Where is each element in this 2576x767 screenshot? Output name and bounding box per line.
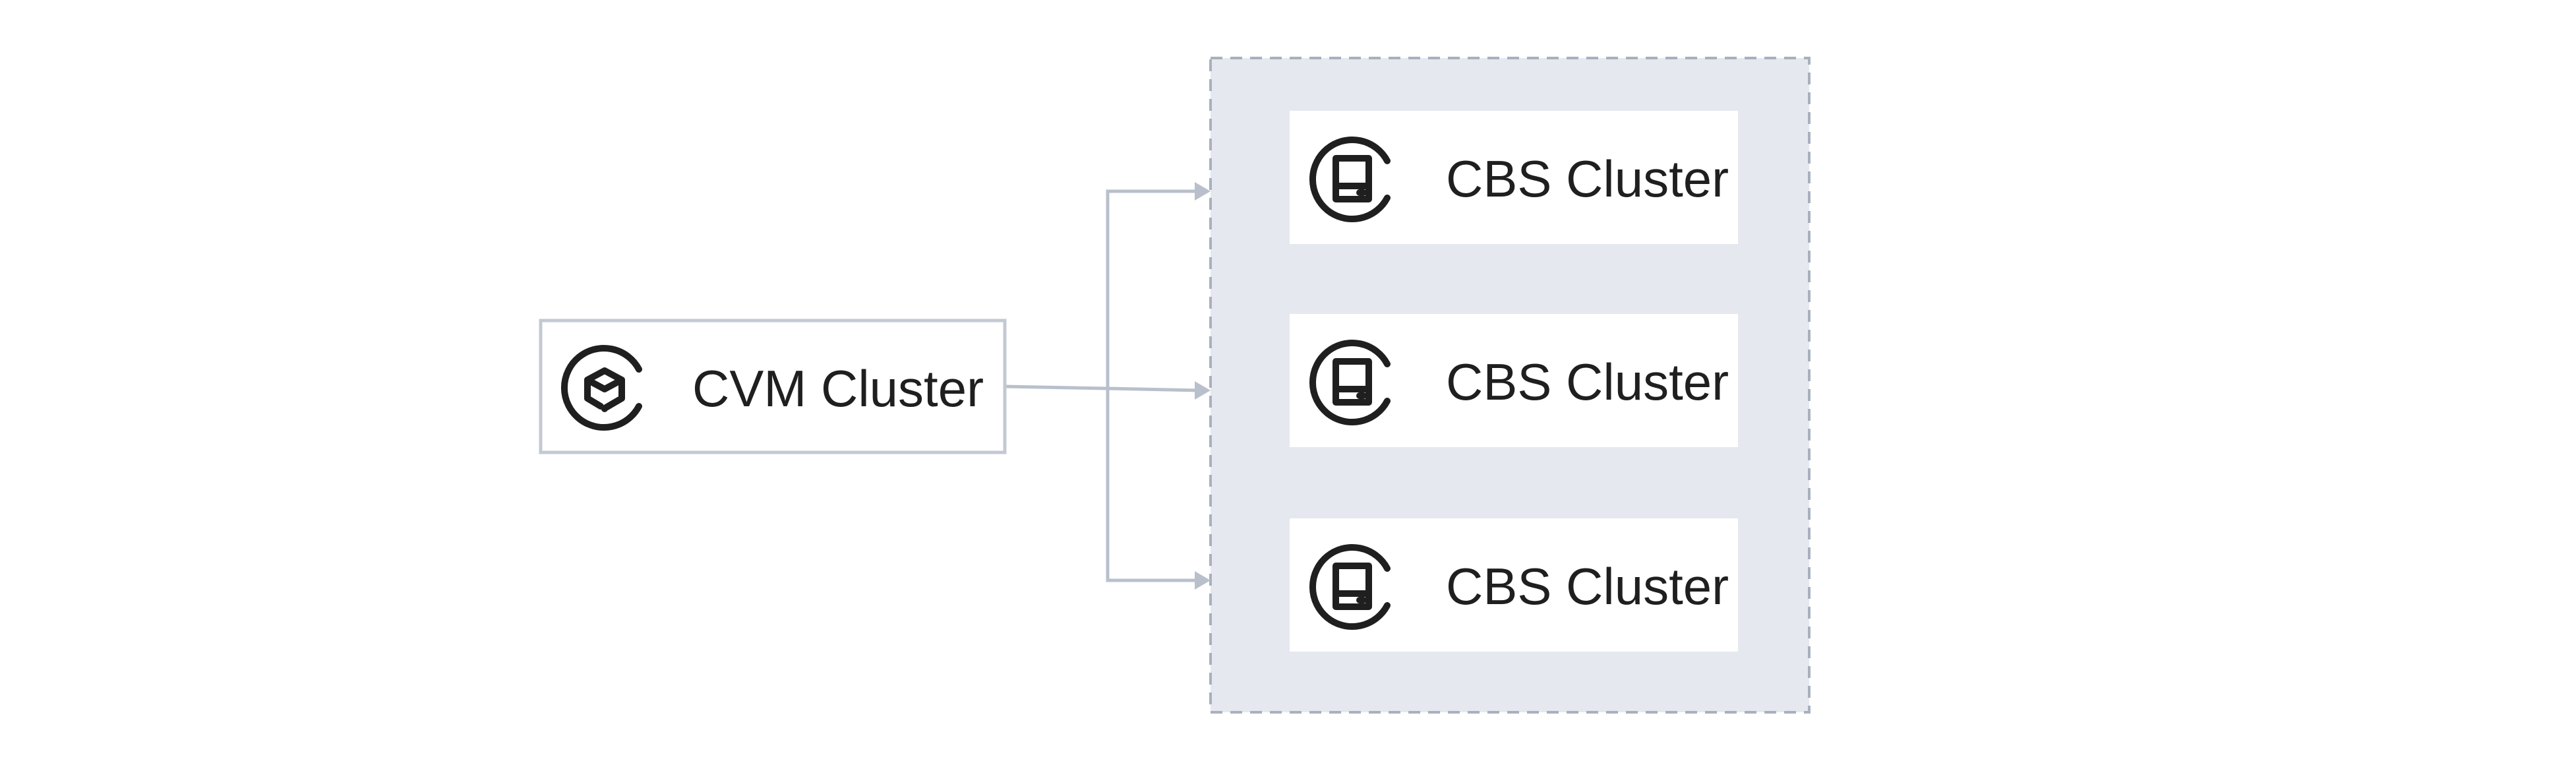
arrowhead-cbs-3: [1195, 571, 1211, 590]
arrowhead-cbs-1: [1195, 182, 1211, 200]
arrowheads: [1195, 182, 1211, 590]
cbs-icon: [1309, 137, 1391, 222]
cbs-cluster-node-2[interactable]: CBS Cluster: [1290, 314, 1738, 447]
cvm-icon: [560, 345, 642, 431]
cbs-node-label: CBS Cluster: [1446, 557, 1729, 615]
connectors: [1004, 189, 1201, 582]
cbs-node-box: [1290, 314, 1738, 447]
cbs-icon: [1309, 340, 1391, 425]
cbs-node-box: [1290, 518, 1738, 652]
cbs-cluster-node-1[interactable]: CBS Cluster: [1290, 111, 1738, 244]
cbs-icon: [1309, 544, 1391, 630]
connector-trunk: [1004, 384, 1108, 390]
connector-to-cbs-2: [1107, 386, 1201, 392]
connector-to-cbs-3: [1106, 388, 1200, 582]
cbs-node-label: CBS Cluster: [1446, 150, 1729, 208]
cvm-node-box: [539, 319, 1007, 454]
cbs-cluster-node-3[interactable]: CBS Cluster: [1290, 518, 1738, 652]
cbs-node-label: CBS Cluster: [1446, 353, 1729, 411]
cbs-node-box: [1290, 111, 1738, 244]
cvm-node-label: CVM Cluster: [692, 359, 984, 417]
cvm-cluster-node[interactable]: CVM Cluster: [539, 319, 1007, 454]
arrowhead-cbs-2: [1195, 381, 1211, 400]
connector-to-cbs-1: [1106, 189, 1200, 388]
